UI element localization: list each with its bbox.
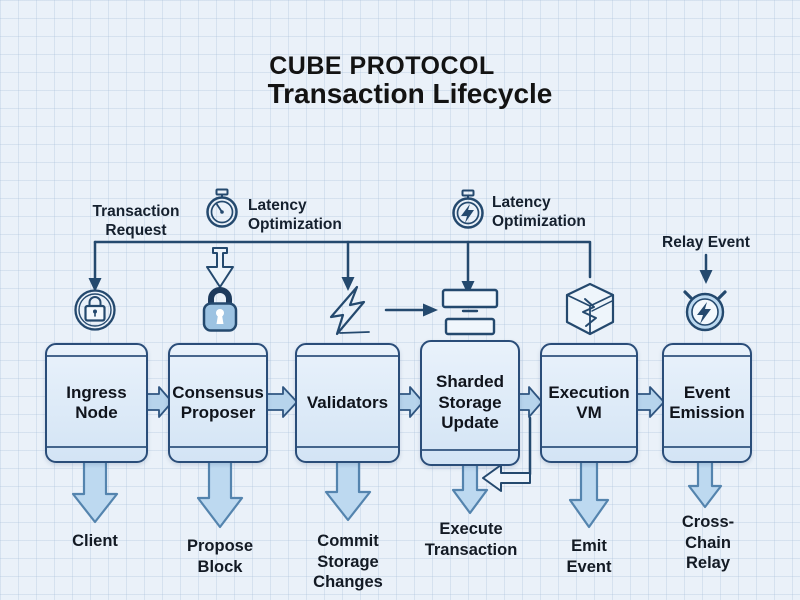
relay-event-arrow [699,253,713,284]
node-label: Ingress Node [66,382,127,422]
node-box-execution-vm: Execution VM [540,343,638,463]
box-divider [542,355,636,357]
output-arrow-commit-storage [324,459,372,522]
output-arrow-cross-chain [687,459,723,509]
output-label-client: Client [72,532,118,550]
output-arrows [71,459,723,529]
node-label: Consensus Proposer [172,382,264,422]
feedback-loop-arrow [482,416,532,492]
node-label: Execution VM [548,382,630,422]
box-divider [47,446,146,448]
node-label: Sharded Storage Update [435,372,505,433]
diagram-subtitle: Transaction Lifecycle [267,78,553,109]
output-arrow-execute-transaction [451,459,489,515]
node-box-ingress-node: Ingress Node [45,343,148,463]
latency-optimization-label-2: Latency Optimization [492,194,586,230]
output-label-commit-storage-changes: Commit Storage Changes [313,532,383,592]
arrow-lightning-to-storage [384,303,438,317]
node-box-validators: Validators [295,343,400,463]
arrow-to-ingress [88,240,102,292]
output-arrow-client [71,459,119,524]
padlock-icon [202,287,238,332]
connector-arrow [145,386,173,418]
storage-layers-icon [441,288,499,336]
box-divider [422,449,518,451]
diagram-title: CUBE PROTOCOL [269,52,495,80]
connector-arrow [517,386,543,418]
box-divider [170,446,266,448]
node-box-consensus-proposer: Consensus Proposer [168,343,268,463]
box-divider [542,446,636,448]
output-label-propose-block: Propose Block [186,537,254,576]
stopwatch-bolt-icon [452,189,484,229]
hollow-key-arrow [206,247,234,288]
relay-event-label: Relay Event [662,234,750,251]
box-divider [664,355,750,357]
connector-arrow [397,386,424,418]
output-label-execute-transaction: Execute Transaction [424,520,518,559]
sharded-cube-icon [565,282,615,336]
arrow-to-validators [341,240,355,291]
connector-arrow [265,386,298,418]
box-divider [664,446,750,448]
box-divider [47,355,146,357]
output-arrow-propose-block [196,459,244,529]
bracket-line [93,240,592,279]
latency-optimization-label-1: Latency Optimization [248,197,342,233]
connector-arrow [635,386,665,418]
circled-lock-icon [74,289,116,331]
box-divider [297,446,398,448]
node-label: Validators [306,392,389,412]
lightning-icon [329,285,370,336]
node-box-sharded-storage-update: Sharded Storage Update [420,340,520,466]
alarm-bolt-icon [683,290,727,332]
node-connector-arrows [145,386,665,418]
box-divider [297,355,398,357]
box-divider [170,355,266,357]
stopwatch-icon [206,188,238,228]
transaction-request-label: Transaction Request [92,203,180,239]
node-label: Event Emission [669,382,745,422]
node-box-event-emission: Event Emission [662,343,752,463]
output-label-emit-event: Emit Event [566,537,612,576]
output-label-cross-chain-relay: Cross-Chain Relay [681,513,735,573]
arrow-to-storage [461,240,475,295]
output-arrow-emit-event [568,459,610,529]
